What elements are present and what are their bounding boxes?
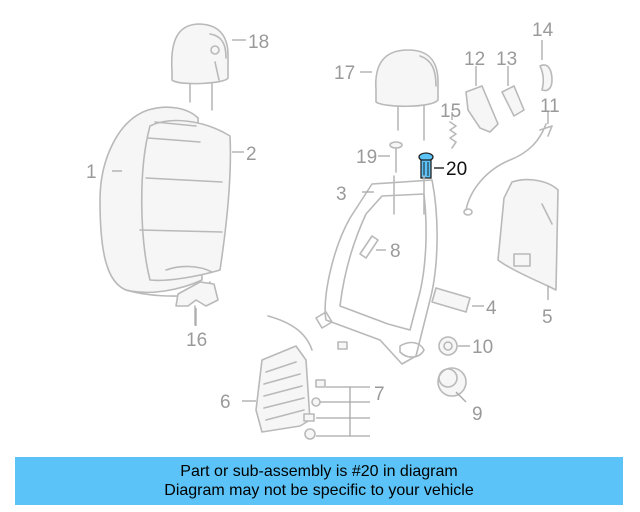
seat-parts-diagram: 1 2 3 4 5 6 7 8 9 10 11 12 13 14 15 16 1… xyxy=(86,20,560,440)
callout-20: 20 xyxy=(446,159,467,180)
banner-line-2: Diagram may not be specific to your vehi… xyxy=(164,482,474,499)
callout-19: 19 xyxy=(356,147,377,168)
info-banner: Part or sub-assembly is #20 in diagram D… xyxy=(15,457,623,505)
part-7-fasteners xyxy=(303,341,348,440)
leader-lines xyxy=(112,39,549,437)
callout-7: 7 xyxy=(374,384,385,405)
part-5-back-panel xyxy=(497,178,559,291)
callout-16: 16 xyxy=(186,330,207,351)
callout-14: 14 xyxy=(532,20,554,41)
part-3-frame xyxy=(315,175,438,365)
callout-18: 18 xyxy=(248,32,269,53)
part-18-headrest xyxy=(170,23,229,111)
part-19-pin xyxy=(389,141,403,173)
callout-8: 8 xyxy=(390,241,401,262)
part-15-spring xyxy=(449,121,457,149)
callout-12: 12 xyxy=(464,49,485,70)
part-8-insert xyxy=(359,235,379,259)
banner-line-1: Part or sub-assembly is #20 in diagram xyxy=(180,463,458,480)
callout-13: 13 xyxy=(496,49,517,70)
callout-4: 4 xyxy=(486,298,497,319)
callout-labels: 1 2 3 4 5 6 7 8 9 10 11 12 13 14 15 16 1… xyxy=(86,20,560,425)
part-10-knob xyxy=(438,336,458,356)
callout-2: 2 xyxy=(246,144,257,165)
callout-11: 11 xyxy=(540,96,560,117)
callout-15: 15 xyxy=(440,101,461,122)
part-4-trim xyxy=(431,287,471,313)
part-16-bracket xyxy=(175,281,219,326)
callout-3: 3 xyxy=(336,184,347,205)
part-12-switch xyxy=(465,85,499,133)
callout-10: 10 xyxy=(472,337,493,358)
callout-9: 9 xyxy=(472,404,483,425)
part-13-switch xyxy=(501,85,525,117)
part-9-handwheel xyxy=(437,367,467,397)
callout-5: 5 xyxy=(542,307,553,328)
part-11-cable xyxy=(463,123,553,216)
callout-17: 17 xyxy=(334,63,355,84)
part-17-headrest xyxy=(375,49,439,141)
callout-6: 6 xyxy=(220,392,231,413)
part-14-cover xyxy=(539,64,553,92)
callout-1: 1 xyxy=(86,162,97,183)
part-20-headrest-guide xyxy=(418,152,434,179)
part-1-2-seatback-cushion xyxy=(99,106,232,297)
part-6-heater-mat xyxy=(255,315,313,433)
